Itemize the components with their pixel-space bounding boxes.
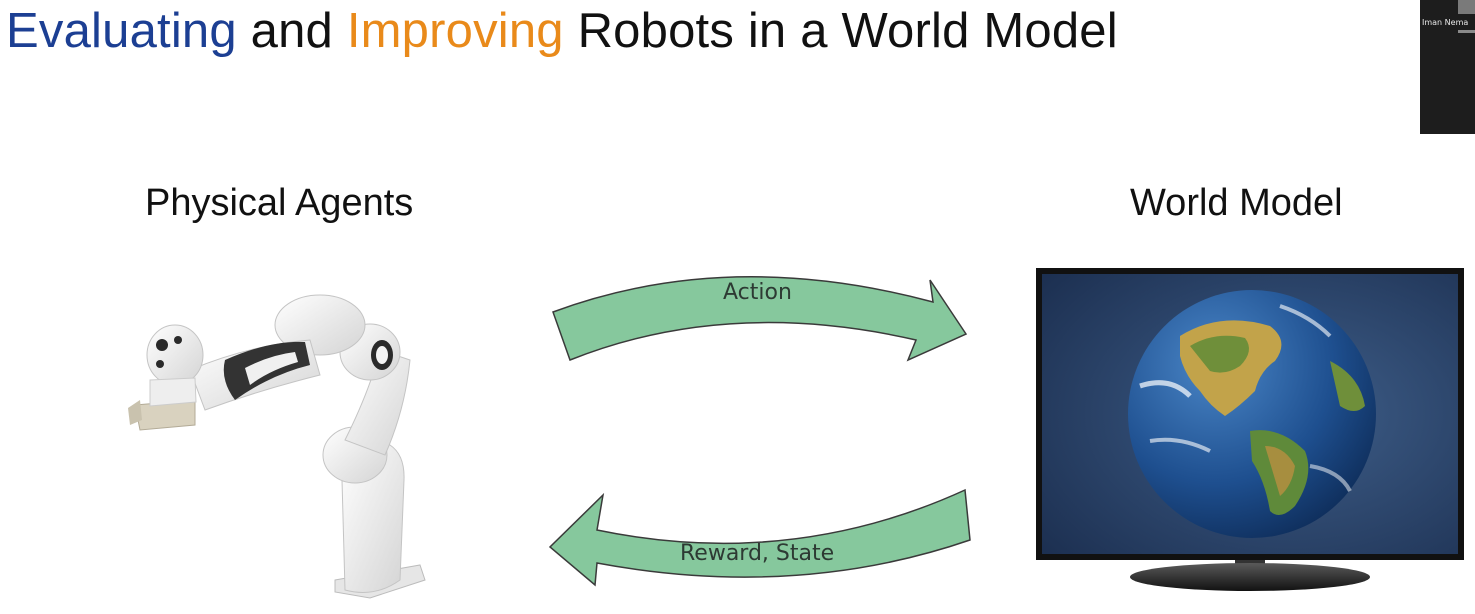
video-tile-underline [1458, 30, 1475, 33]
slide-title: Evaluating and Improving Robots in a Wor… [6, 0, 1118, 62]
world-model-label: World Model [1130, 182, 1343, 224]
tv-globe-icon [1036, 268, 1464, 591]
reward-state-label: Reward, State [680, 541, 835, 566]
physical-agents-label: Physical Agents [145, 182, 414, 224]
action-label: Action [723, 280, 792, 305]
title-word-improving: Improving [346, 4, 564, 58]
participant-video-tile[interactable]: Iman Nema [1420, 0, 1475, 134]
robot-arm-icon [128, 294, 426, 599]
title-rest: Robots in a World Model [563, 4, 1118, 58]
title-word-evaluating: Evaluating [6, 4, 237, 58]
title-word-and: and [236, 4, 347, 58]
reward-state-arrow [548, 488, 971, 587]
participant-name: Iman Nema [1422, 18, 1469, 27]
action-arrow [552, 276, 968, 362]
video-tile-bar [1458, 0, 1475, 14]
